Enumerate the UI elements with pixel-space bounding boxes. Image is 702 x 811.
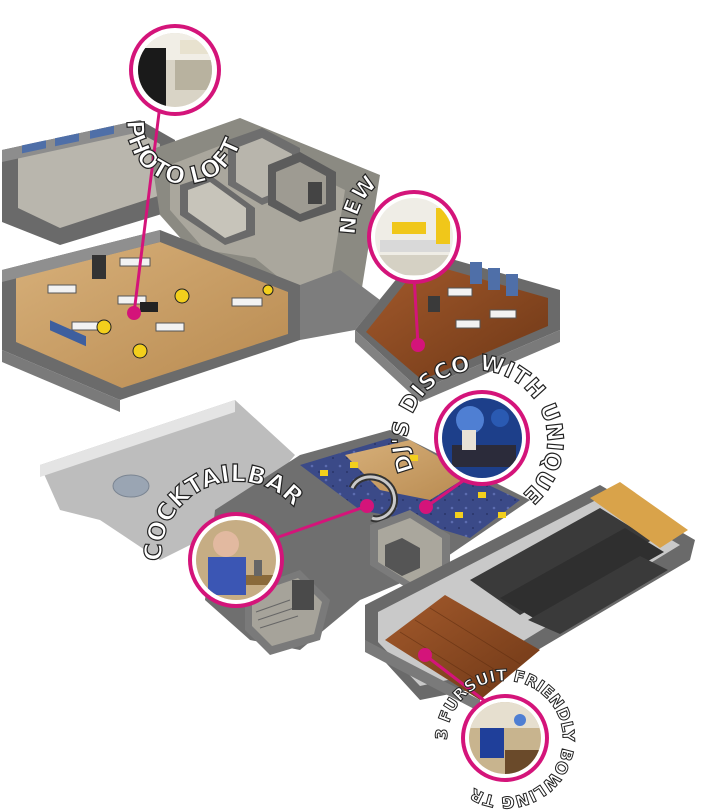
dj-booth-thumbnail-icon — [442, 398, 522, 478]
bowling-lane — [500, 528, 664, 622]
kitchen-thumbnail-icon — [375, 198, 453, 276]
bowling-lane — [528, 556, 668, 634]
bowling-lane — [470, 508, 652, 615]
leader-lines — [132, 104, 491, 707]
studio-equipment — [47, 255, 274, 359]
marker-cocktailbar[interactable]: COCKTAILBAR — [139, 459, 312, 608]
photo-studio-thumbnail-icon — [138, 33, 212, 107]
location-dots — [127, 306, 433, 662]
bartender-thumbnail-icon — [196, 520, 276, 600]
upper-floor — [2, 118, 560, 412]
marker-new[interactable]: NEW — [335, 171, 461, 284]
window-row — [22, 125, 114, 154]
marker-photo-loft[interactable]: PHOTO LOFT — [120, 24, 248, 191]
lower-floor — [40, 400, 695, 712]
